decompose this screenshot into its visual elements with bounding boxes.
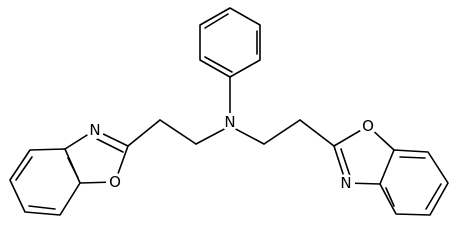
right-benzene-hexagon bbox=[379, 149, 449, 216]
left-o-mask bbox=[106, 173, 124, 191]
right-linker-bond-3 bbox=[299, 119, 335, 147]
right-n-mask bbox=[337, 174, 355, 192]
right-o-mask bbox=[359, 117, 377, 135]
right-benzene-inner-3 bbox=[385, 187, 395, 207]
chemical-structure: N N O N O bbox=[9, 7, 449, 216]
amine-nitrogen-label: N bbox=[224, 113, 235, 131]
right-linker-bond-2 bbox=[263, 119, 301, 145]
phenyl-inner-bond-2 bbox=[204, 56, 233, 73]
right-linker-bond-1 bbox=[229, 125, 265, 145]
left-c2-n-double bbox=[96, 138, 124, 153]
right-oxazole-nitrogen-label: N bbox=[340, 174, 351, 192]
left-benzene-hexagon bbox=[9, 148, 81, 216]
left-n-mask bbox=[86, 121, 104, 139]
ethyl-linkers bbox=[127, 119, 335, 147]
right-benzoxazole bbox=[333, 125, 449, 216]
phenyl-inner-bond-3 bbox=[204, 13, 229, 29]
left-benzene-inner-2 bbox=[28, 205, 56, 210]
amine-n-mask bbox=[221, 113, 239, 131]
left-linker-bond-1 bbox=[195, 125, 231, 145]
left-oxazole-nitrogen-label: N bbox=[89, 121, 100, 139]
phenyl-ring bbox=[199, 7, 261, 119]
structure-svg: N N O N O bbox=[9, 7, 449, 216]
left-linker-bond-3 bbox=[127, 119, 161, 147]
phenyl-hexagon bbox=[199, 7, 261, 78]
left-benzene-inner-1 bbox=[67, 157, 79, 179]
left-oxazole-oxygen-label: O bbox=[109, 173, 121, 191]
right-c2-n-double bbox=[340, 148, 351, 177]
right-benzene-inner-2 bbox=[425, 183, 442, 210]
right-benzene-inner-1 bbox=[399, 156, 426, 159]
right-oxazole-oxygen-label: O bbox=[362, 117, 374, 135]
left-benzene-inner-3 bbox=[15, 156, 33, 181]
atom-labels: N N O N O bbox=[86, 113, 377, 192]
left-linker-bond-2 bbox=[159, 119, 197, 145]
